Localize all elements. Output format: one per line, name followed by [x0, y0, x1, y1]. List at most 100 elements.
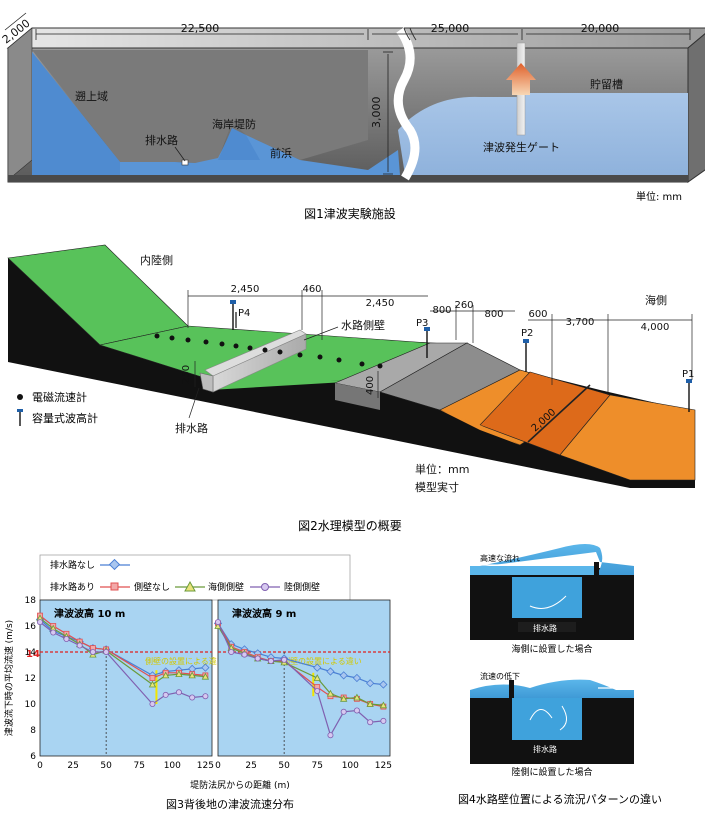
panel2-annotation: 側壁の設置による違い [282, 656, 362, 666]
y-tick-label: 12 [25, 674, 36, 684]
label-beach: 前浜 [270, 146, 292, 160]
fig3-legend: 排水路なし 排水路あり 側壁なし 海側側壁 陸側側壁 [39, 554, 351, 601]
fig4-bottom-flow: 流速の低下 [480, 671, 520, 681]
dim-600: 600 [528, 309, 547, 320]
probe-p1: P1 [682, 369, 694, 380]
dim-2450-b: 2,450 [366, 298, 395, 309]
fig4-caption: 図4水路壁位置による流況パターンの違い [458, 792, 662, 806]
x-tick-label: 75 [134, 761, 145, 771]
data-point [188, 664, 197, 674]
probe-p3: P3 [416, 318, 428, 329]
dim-800-b: 800 [484, 309, 503, 320]
fig2-unit: 単位：mm [415, 462, 469, 476]
dim-22500: 22,500 [181, 22, 220, 35]
fig4-bottom: 流速の低下 排水路 陸側に設置した場合 [470, 671, 634, 778]
label-drain: 排水路 [145, 133, 178, 147]
data-point [281, 656, 288, 663]
x-tick-label: 25 [67, 761, 78, 771]
x-tick-label: 125 [375, 761, 392, 771]
data-point [50, 629, 57, 636]
probe-p4: P4 [238, 308, 250, 319]
data-point [379, 680, 388, 689]
data-point [314, 688, 321, 695]
legend-no-drain: 排水路なし [50, 559, 95, 571]
data-point [175, 689, 182, 696]
data-point [202, 693, 209, 700]
y-tick-label: 16 [25, 622, 37, 632]
data-point [353, 707, 360, 714]
data-point [379, 701, 388, 709]
data-point [189, 694, 196, 701]
dim-460: 460 [302, 284, 321, 295]
y-tick-label: 6 [30, 752, 36, 762]
data-point [313, 674, 321, 681]
fig3-caption: 図3背後地の津波流速分布 [166, 797, 294, 811]
x-tick-label: 0 [215, 761, 221, 771]
probe-p2: P2 [521, 328, 533, 339]
data-point [162, 671, 170, 679]
label-gate: 津波発生ゲート [483, 140, 560, 154]
data-point [353, 693, 361, 701]
data-point [267, 658, 274, 665]
x-tick-label: 100 [164, 761, 181, 771]
data-point [339, 671, 348, 680]
x-tick-label: 25 [245, 761, 256, 771]
label-tank: 貯留槽 [590, 78, 623, 91]
data-point [76, 642, 83, 649]
fig3-panel-1: 津波波高 10 m 側壁の設置による違い [35, 599, 225, 757]
fig4-top-sub: 海側に設置した場合 [511, 643, 592, 655]
x-tick-label: 100 [342, 761, 359, 771]
data-point [214, 619, 221, 626]
dim-2450-a: 2,450 [231, 284, 260, 295]
label-inland: 内陸側 [140, 253, 173, 267]
dim-260: 260 [454, 300, 473, 311]
data-point [327, 732, 334, 739]
dim-3000: 3,000 [370, 97, 383, 129]
data-point [149, 675, 156, 681]
data-point [228, 649, 235, 656]
fig3-yticks: 6 8 10 12 14 16 18 [25, 596, 37, 762]
fig2-dimensions [187, 290, 693, 443]
dim-400: 400 [365, 376, 376, 395]
fig2-caption: 図2水理模型の概要 [298, 519, 402, 533]
dim-3700: 3,700 [566, 317, 595, 328]
legend-with-drain: 排水路あり [50, 581, 95, 593]
data-point [367, 719, 374, 726]
label-drain-2: 排水路 [175, 421, 208, 435]
fig3-ylabel: 津波流下時の平均流速 (m/s) [3, 620, 15, 736]
panel1-title: 津波波高 10 m [54, 607, 125, 620]
data-point [326, 667, 335, 676]
y-tick-label: 10 [25, 700, 37, 710]
data-point [103, 649, 110, 656]
legend-cap-gauge: 容量式波高計 [32, 411, 98, 425]
data-point [63, 636, 70, 643]
label-seawall: 海岸堤防 [212, 117, 256, 131]
data-point [188, 671, 196, 679]
data-point [241, 651, 248, 658]
x-tick-label: 0 [37, 761, 43, 771]
x-tick-label: 50 [100, 761, 112, 771]
fig4-top-flow: 高速な流れ [480, 553, 520, 563]
fig2-legend: 電磁流速計 容量式波高計 [17, 390, 98, 426]
dim-25000: 25,000 [431, 22, 470, 35]
y-tick-label: 8 [30, 726, 36, 736]
legend-landwall: 陸側側壁 [284, 581, 320, 593]
data-point [254, 655, 261, 662]
fig4-top-drain: 排水路 [533, 623, 557, 633]
data-point [37, 619, 44, 626]
data-point [313, 663, 322, 672]
data-point [326, 689, 335, 697]
y-tick-label: 18 [25, 596, 37, 606]
panel1-annotation: 側壁の設置による違い [145, 656, 225, 666]
data-point [149, 701, 156, 708]
label-runup: 遡上域 [75, 90, 108, 103]
fig3-panel-2: 津波波高 9 m 側壁の設置による違い [213, 599, 391, 757]
y-tick-label: 14 [25, 648, 37, 658]
data-point [162, 691, 169, 698]
data-point [340, 694, 348, 702]
fig1-unit: 単位: mm [636, 190, 682, 203]
fig4-bottom-drain: 排水路 [533, 744, 557, 754]
fig3-xlabel: 堤防法尻からの距離 (m) [190, 779, 290, 791]
data-point [201, 663, 210, 672]
